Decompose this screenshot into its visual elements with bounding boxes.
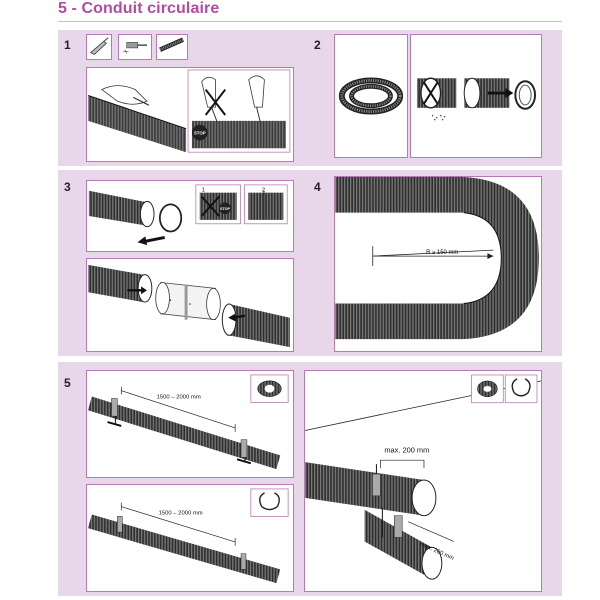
step3-cut-illustration: STOP 1 2 <box>88 184 288 246</box>
step2-coiled-duct-panel <box>334 34 408 158</box>
step3-cut-panel: STOP 1 2 <box>86 180 294 252</box>
step3-connector-panel <box>86 258 294 352</box>
step5-branch-panel: max. 200 mm max. 200 mm <box>304 370 542 592</box>
step5-collar-panel: 1500 – 2000 mm <box>86 484 294 592</box>
spacing-label-bottom: 1500 – 2000 mm <box>159 510 203 516</box>
step5-suspension-illustration: 1500 – 2000 mm <box>87 374 289 470</box>
step-number-3: 3 <box>64 180 71 194</box>
step4-bend-illustration: R ≥ 150 mm <box>335 177 539 340</box>
step1-tool-duct-piece <box>156 34 188 60</box>
step-number-2: 2 <box>314 38 321 52</box>
step1-tool-cutter <box>86 34 112 60</box>
step2-cap-panel <box>410 34 542 158</box>
duct-segment-icon <box>159 37 185 52</box>
step-number-4: 4 <box>314 180 321 194</box>
step4-bend-panel: R ≥ 150 mm <box>334 176 542 352</box>
title-divider <box>58 21 562 22</box>
screwdriver-icon <box>123 42 147 54</box>
step3-connector-illustration <box>88 264 290 348</box>
step1-illustration: STOP <box>88 69 291 153</box>
step5-suspension-panel: 1500 – 2000 mm <box>86 370 294 478</box>
step-number-1: 1 <box>64 38 71 52</box>
stop-sign-label-3: STOP <box>220 207 231 211</box>
page-title: 5 - Conduit circulaire <box>58 0 220 17</box>
cap-removal-illustration <box>416 77 537 121</box>
step5-collar-illustration: 1500 – 2000 mm <box>87 488 289 584</box>
spacing-label-top: 1500 – 2000 mm <box>157 394 201 400</box>
step3-badge-1: 1 <box>202 188 205 194</box>
coiled-duct-illustration <box>338 77 404 115</box>
bend-radius-label: R ≥ 150 mm <box>426 250 458 256</box>
step1-tool-screwdriver <box>118 34 152 60</box>
max-200-label: max. 200 mm <box>384 445 429 454</box>
cutter-knife-icon <box>90 37 109 55</box>
step3-badge-2: 2 <box>262 188 265 194</box>
stop-sign-label: STOP <box>194 131 206 136</box>
step1-main-panel: STOP <box>86 67 294 162</box>
step5-branch-illustration: max. 200 mm max. 200 mm <box>305 374 541 580</box>
step-number-5: 5 <box>64 376 71 390</box>
